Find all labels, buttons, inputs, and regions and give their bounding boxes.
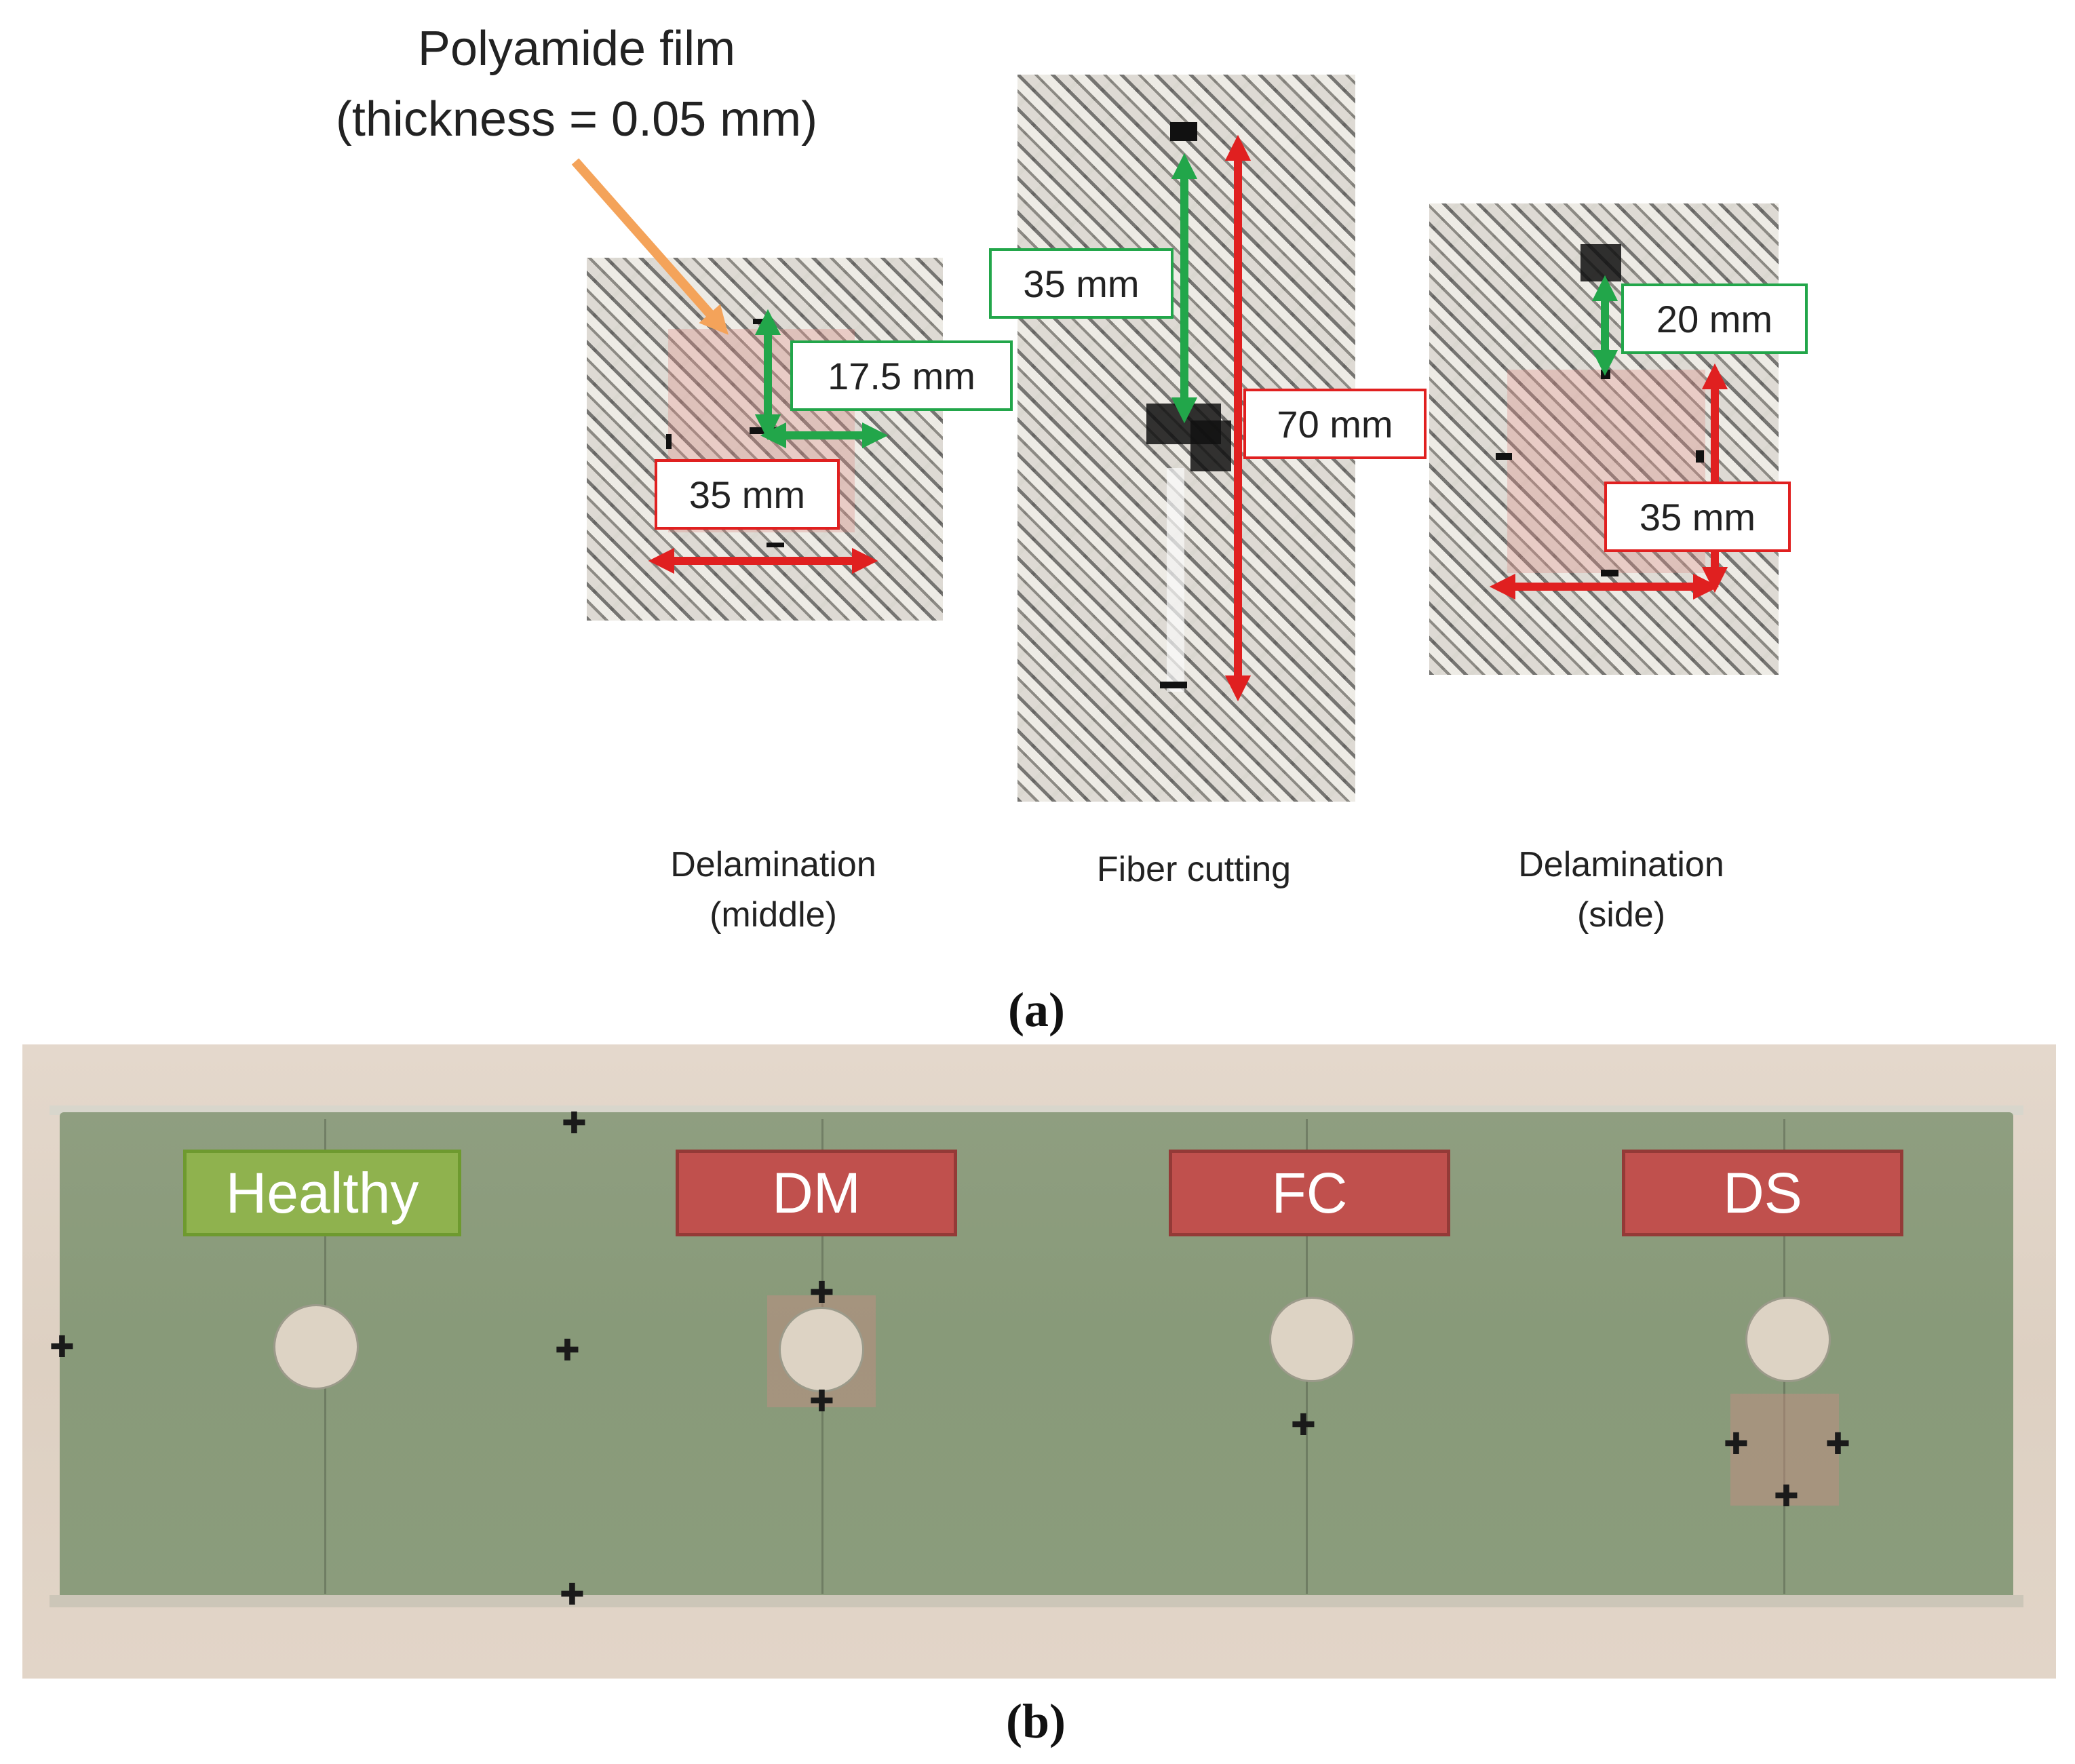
panel-letter-b: (b) (1006, 1693, 1066, 1750)
marker-cross: ✚ (555, 1334, 580, 1367)
marker-cross: ✚ (1291, 1409, 1316, 1442)
dimension-arrows (571, 134, 1728, 702)
caption-line: Delamination (670, 845, 876, 884)
marker-cross: ✚ (1774, 1480, 1799, 1513)
dimension-label-70mm: 70 mm (1243, 389, 1427, 459)
marker-cross: ✚ (1825, 1428, 1850, 1461)
marker-cross: ✚ (1724, 1428, 1749, 1461)
dimension-label-20mm: 20 mm (1621, 283, 1808, 354)
marker-cross (1170, 122, 1197, 141)
film-label: Polyamide film (thickness = 0.05 mm) (292, 14, 861, 155)
dimension-label-35mm-green: 35 mm (989, 248, 1174, 319)
caption-line: (middle) (710, 895, 837, 935)
panel-letter-a: (a) (1008, 982, 1065, 1038)
film-pointer-arrow (571, 158, 729, 335)
marker-cross (1601, 570, 1618, 576)
strip-edge (50, 1595, 2023, 1607)
caption-line: Delamination (1518, 845, 1724, 884)
damage-patch-ds (1730, 1394, 1839, 1506)
dimension-label-35mm-red: 35 mm (1604, 482, 1791, 552)
sensor-hole-fc (1269, 1297, 1355, 1382)
panel-letter-a-text: (a) (1008, 983, 1065, 1037)
fiber-cut-mark (1190, 420, 1231, 471)
panel-letter-b-text: (b) (1006, 1694, 1066, 1748)
marker-cross (666, 434, 672, 449)
tag-dm: DM (676, 1150, 957, 1236)
marker-cross (1160, 682, 1187, 688)
caption-delamination-side: Delamination (side) (1452, 840, 1791, 940)
caption-delamination-middle: Delamination (middle) (604, 840, 943, 940)
marker-cross (1496, 453, 1512, 460)
caption-fiber-cutting: Fiber cutting (1024, 844, 1363, 895)
marker-cross: ✚ (809, 1385, 834, 1418)
tag-fc: FC (1169, 1150, 1450, 1236)
sensor-hole-healthy (273, 1304, 359, 1390)
marker-cross (767, 543, 784, 547)
film-label-line1: Polyamide film (417, 22, 736, 76)
marker-cross: ✚ (560, 1578, 585, 1611)
sensor-hole-dm (779, 1307, 864, 1392)
caption-line: Fiber cutting (1096, 850, 1292, 889)
sensor-hole-ds (1745, 1297, 1831, 1382)
marker-cross: ✚ (809, 1276, 834, 1310)
marker-cross: ✚ (562, 1107, 587, 1140)
marker-cross: ✚ (50, 1331, 75, 1364)
tag-healthy: Healthy (183, 1150, 461, 1236)
film-label-line2: (thickness = 0.05 mm) (335, 92, 818, 146)
caption-line: (side) (1576, 895, 1666, 935)
dimension-label-17-5mm: 17.5 mm (790, 340, 1013, 411)
tag-ds: DS (1622, 1150, 1903, 1236)
dimension-label-35mm: 35 mm (655, 459, 840, 530)
panel-b-photo: ✚ ✚ ✚ ✚ ✚ ✚ ✚ ✚ ✚ ✚ Healthy DM FC DS (22, 1044, 2056, 1679)
cut-fiber-strand (1167, 468, 1184, 692)
